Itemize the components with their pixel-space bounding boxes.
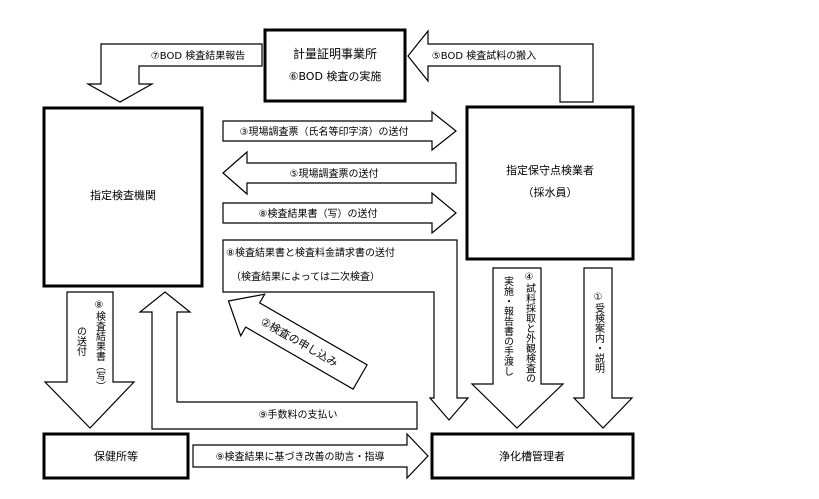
send-survey-arrow: ③現場調査票（氏名等印字済）の送付: [222, 110, 457, 152]
carry-bod-label: ⑤BOD 検査試料の搬入: [432, 49, 536, 62]
send-invoice-label: ⑧検査結果書と検査料金請求書の送付: [226, 246, 395, 259]
inspector-role: （採水員）: [523, 185, 578, 199]
report-bod-arrow: ⑦BOD 検査結果報告: [85, 43, 263, 103]
apply-arrow: ②検査の申し込み: [227, 293, 368, 390]
carry-bod-arrow: ⑤BOD 検査試料の搬入: [407, 29, 594, 103]
return-survey-arrow: ⑤現場調査票の送付: [222, 150, 457, 196]
guidance-arrow: ①受検案内・説明: [572, 267, 634, 429]
lab-task: ⑥BOD 検査の実施: [289, 69, 382, 83]
report-bod-label: ⑦BOD 検査結果報告: [151, 49, 245, 62]
lab-box: 計量証明事業所 ⑥BOD 検査の実施: [263, 28, 407, 103]
health-center-name: 保健所等: [94, 449, 138, 463]
return-survey-label: ⑤現場調査票の送付: [290, 167, 379, 180]
send-copy-arrow: ⑧検査結果書（写）の送付: [222, 191, 457, 235]
health-center-box: 保健所等: [42, 432, 190, 480]
send-survey-label: ③現場調査票（氏名等印字済）の送付: [240, 125, 409, 138]
agency-name: 指定検査機関: [90, 188, 156, 202]
agency-box: 指定検査機関: [42, 106, 204, 288]
to-health-arrow: ⑧検査結果書（写） の送付: [43, 291, 136, 429]
to-health-label-b: の送付: [75, 326, 87, 357]
sampling-arrow: ④試料採取と外観検査の 実施・報告書の手渡し: [470, 267, 565, 429]
send-copy-label: ⑧検査結果書（写）の送付: [259, 207, 378, 220]
send-invoice-arrow: ⑧検査結果書と検査料金請求書の送付 （検査結果によっては二次検査）: [222, 239, 470, 421]
inspector-box: 指定保守点検業者 （採水員）: [465, 105, 635, 261]
lab-name: 計量証明事業所: [293, 46, 377, 61]
to-health-label-a: ⑧検査結果書（写）: [94, 300, 106, 391]
manager-box: 浄化槽管理者: [430, 432, 635, 480]
pay-fee-arrow: ⑨手数料の支払い: [138, 291, 418, 430]
inspector-name: 指定保守点検業者: [506, 163, 594, 177]
advice-label: ⑨検査結果に基づき改善の助言・指導: [216, 450, 385, 463]
sampling-label-b: 実施・報告書の手渡し: [502, 275, 514, 376]
secondary-inspection-note: （検査結果によっては二次検査）: [231, 270, 380, 283]
sampling-label-a: ④試料採取と外観検査の: [524, 272, 536, 383]
guidance-label: ①受検案内・説明: [593, 292, 605, 374]
pay-fee-label: ⑨手数料の支払い: [259, 408, 338, 421]
manager-name: 浄化槽管理者: [499, 449, 565, 463]
advice-arrow: ⑨検査結果に基づき改善の助言・指導: [192, 432, 429, 480]
